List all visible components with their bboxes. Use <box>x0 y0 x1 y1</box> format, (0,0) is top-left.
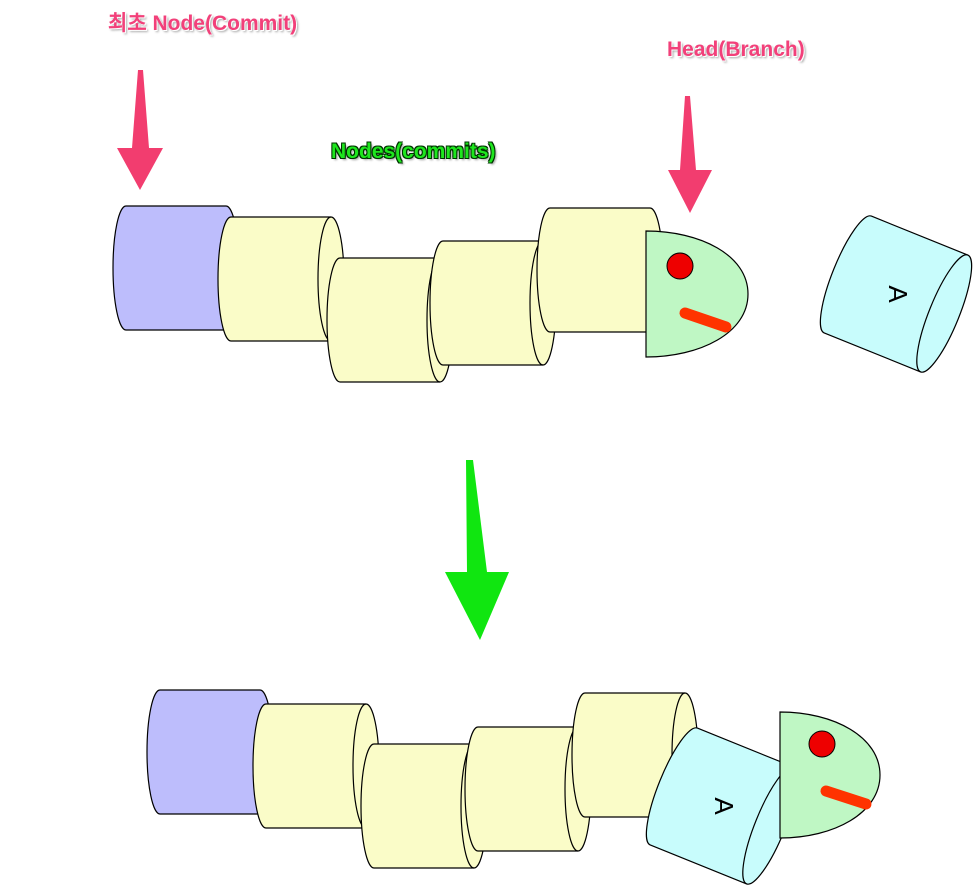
node-a-letter: A <box>709 797 739 815</box>
head-eye <box>666 252 694 280</box>
commit-node-top <box>217 216 345 342</box>
head-bottom <box>779 711 881 839</box>
transition-arrow <box>445 460 509 640</box>
first-node-label: 최초 Node(Commit) <box>108 12 298 35</box>
first-node-arrow <box>117 70 163 190</box>
head-arrow <box>668 96 712 213</box>
head-top <box>645 230 749 358</box>
head-mouth <box>820 785 872 810</box>
head-mouth <box>679 307 732 333</box>
head-eye <box>808 730 836 758</box>
floating-node-a: A <box>819 215 973 373</box>
head-label: Head(Branch) <box>667 38 805 61</box>
nodes-label: Nodes(commits) <box>331 140 496 163</box>
commit-node-top <box>536 207 664 333</box>
commit-node-bottom <box>252 703 380 829</box>
node-a-letter: A <box>883 285 913 303</box>
